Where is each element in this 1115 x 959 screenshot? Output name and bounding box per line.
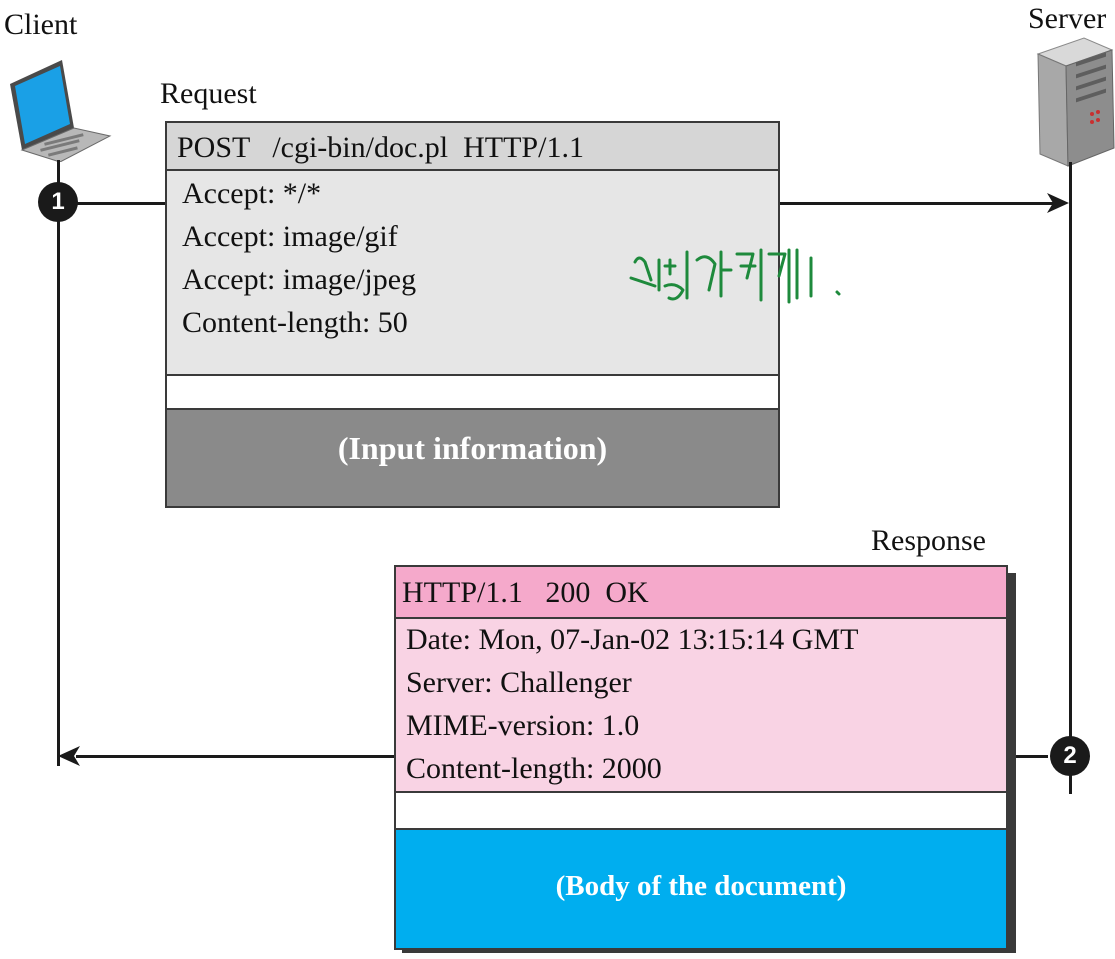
response-header-date: Date: Mon, 07-Jan-02 13:15:14 GMT <box>406 623 859 656</box>
request-header-accept-all: Accept: */* <box>182 177 322 210</box>
laptop-icon <box>10 60 112 162</box>
response-body: (Body of the document) <box>396 830 1006 948</box>
request-header-accept-jpeg: Accept: image/jpeg <box>182 263 417 296</box>
request-header-content-length: Content-length: 50 <box>182 306 408 339</box>
request-title: Request <box>160 77 257 110</box>
step-1-badge: 1 <box>38 182 78 222</box>
response-title: Response <box>871 524 986 557</box>
response-message: HTTP/1.1 200 OK Date: Mon, 07-Jan-02 13:… <box>394 565 1008 950</box>
request-header-accept-gif: Accept: image/gif <box>182 220 398 253</box>
handwritten-annotation-scribble <box>629 248 841 304</box>
response-headers-row: Date: Mon, 07-Jan-02 13:15:14 GMT Server… <box>396 619 1006 793</box>
step-2-badge: 2 <box>1050 736 1090 776</box>
response-blank-line <box>396 793 1006 830</box>
arrowhead-right-icon <box>1047 193 1069 213</box>
request-blank-line <box>167 376 778 410</box>
response-arrow-line-left <box>76 755 396 758</box>
request-headers-row: Accept: */* Accept: image/gif Accept: im… <box>167 171 778 376</box>
response-header-mime-version: MIME-version: 1.0 <box>406 709 640 742</box>
server-lifeline <box>1069 162 1072 794</box>
request-line: POST /cgi-bin/doc.pl HTTP/1.1 <box>177 131 584 164</box>
request-arrow-line-right <box>779 202 1053 205</box>
request-message: POST /cgi-bin/doc.pl HTTP/1.1 Accept: */… <box>165 121 780 508</box>
response-header-server: Server: Challenger <box>406 666 632 699</box>
request-arrow-line-left <box>58 202 166 205</box>
client-label: Client <box>4 8 78 41</box>
response-arrow-line-right <box>1008 755 1048 758</box>
response-body-text: (Body of the document) <box>555 870 847 902</box>
server-tower-icon <box>1036 37 1115 167</box>
client-lifeline <box>57 160 60 766</box>
server-label: Server <box>1028 2 1107 35</box>
status-line-row: HTTP/1.1 200 OK <box>396 567 1006 619</box>
request-body: (Input information) <box>167 410 778 506</box>
arrowhead-left-icon <box>58 746 80 766</box>
response-header-content-length: Content-length: 2000 <box>406 752 662 785</box>
request-line-row: POST /cgi-bin/doc.pl HTTP/1.1 <box>167 123 778 171</box>
request-body-text: (Input information) <box>337 430 608 466</box>
status-line: HTTP/1.1 200 OK <box>402 576 649 609</box>
